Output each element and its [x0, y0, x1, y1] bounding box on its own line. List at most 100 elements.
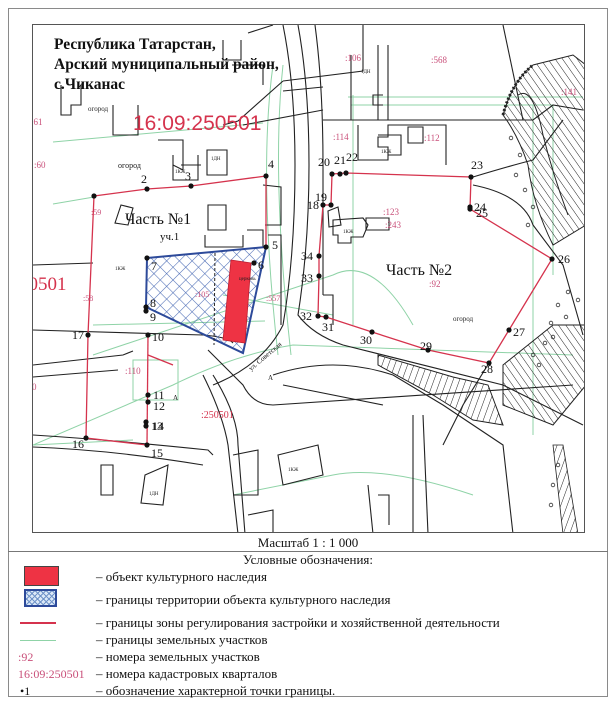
- boundary-point: [316, 273, 322, 279]
- plot-number: :141: [561, 87, 577, 97]
- boundary-point: [143, 423, 149, 429]
- part1-label: Часть №1: [125, 211, 191, 228]
- boundary-point: [328, 202, 334, 208]
- boundary-point-label: 6: [258, 258, 264, 272]
- boundary-point-label: 20: [318, 155, 330, 169]
- heritage-territory-swatch: [24, 589, 57, 607]
- boundary-point: [467, 206, 473, 212]
- plot-number: :60: [34, 160, 46, 170]
- regulation-zone-swatch: [20, 622, 56, 624]
- boundary-point: [549, 256, 555, 262]
- plot-number: :59: [91, 208, 101, 217]
- building-label: 1КЖ: [381, 150, 392, 155]
- boundary-point: [506, 327, 512, 333]
- boundary-point: [91, 193, 97, 199]
- sheet-frame: [8, 8, 608, 697]
- boundary-point-label: 21: [334, 153, 346, 167]
- map-frame[interactable]: 16:09:250501 50501 :250501 Часть №1 Част…: [32, 24, 585, 533]
- boundary-point: [315, 313, 321, 319]
- boundary-point: [337, 171, 343, 177]
- cadastral-quarter-road: :250501: [201, 410, 234, 421]
- plot-number: :112: [424, 133, 440, 143]
- building-label: 1КЖ: [115, 267, 126, 272]
- plot-number: :114: [333, 132, 349, 142]
- boundary-point-label: 5: [272, 238, 278, 252]
- boundary-point: [145, 399, 151, 405]
- boundary-point-label: 9: [150, 310, 156, 324]
- boundary-point-label: 28: [481, 362, 493, 376]
- legend-divider: [8, 551, 608, 552]
- boundary-point: [145, 392, 151, 398]
- boundary-point-label: 19: [315, 190, 327, 204]
- plot-number: :105: [195, 290, 209, 299]
- boundary-point-label: 34: [301, 249, 313, 263]
- boundary-point: [251, 260, 257, 266]
- boundary-point: [188, 183, 194, 189]
- street-label: ул. Советская: [247, 340, 284, 373]
- boundary-point: [145, 332, 151, 338]
- boundary-point-label: 23: [471, 158, 483, 172]
- boundary-point: [83, 435, 89, 441]
- boundary-point: [144, 442, 150, 448]
- boundary-point: [369, 329, 375, 335]
- trees: [508, 135, 581, 508]
- cadastral-quarter-left: 50501: [33, 274, 67, 295]
- boundary-point-label: 11: [153, 388, 165, 402]
- plot-number: :61: [33, 117, 43, 127]
- boundary-point-label: 18: [307, 198, 319, 212]
- title-line-region: Республика Татарстан,: [54, 36, 216, 53]
- plot-number: :106: [345, 53, 362, 63]
- building-label: 1КЖ: [343, 230, 354, 235]
- part2-label: Часть №2: [386, 262, 452, 279]
- boundary-point-label: 24: [474, 200, 486, 214]
- legend-text: – номера земельных участков: [96, 649, 260, 664]
- plot-numbers: :106 :568 :114 :112 :141 :61 :60 :59 :58…: [33, 53, 577, 392]
- garden-label: огород: [88, 105, 108, 113]
- plot-number: :123: [383, 207, 400, 217]
- church-label: церковь: [239, 277, 256, 282]
- boundary-point-label: 12: [153, 399, 165, 413]
- boundary-point-label: 8: [150, 296, 156, 310]
- boundary-point-label: 16: [72, 437, 84, 451]
- boundary-point-label: 31: [322, 320, 334, 334]
- boundary-point: [85, 332, 91, 338]
- legend-text: – номера кадастровых кварталов: [96, 666, 278, 681]
- boundary-point-label: 22: [346, 150, 358, 164]
- boundary-point-label: 10: [152, 330, 164, 344]
- boundary-point-label: 2: [141, 172, 147, 186]
- cadastral-quarter-main: 16:09:250501: [133, 112, 261, 135]
- boundary-points: [83, 170, 555, 448]
- plot-number: :70: [33, 382, 37, 392]
- heritage-object: [222, 259, 252, 344]
- legend-text: – границы зоны регулирования застройки и…: [96, 615, 500, 630]
- boundary-point: [263, 244, 269, 250]
- boundary-point: [316, 253, 322, 259]
- boundary-point-sample: •1: [20, 684, 31, 698]
- base-linework: [33, 25, 584, 532]
- plot-number: :58: [83, 294, 93, 303]
- boundary-point-label: 26: [558, 252, 570, 266]
- plot-number: :243: [385, 220, 402, 230]
- legend-title: Условные обозначения:: [242, 552, 374, 567]
- plot-number-sample: :92: [18, 650, 34, 664]
- plot-number: :110: [125, 366, 141, 376]
- boundary-point: [263, 173, 269, 179]
- road-mark: A: [268, 374, 273, 382]
- boundary-point: [468, 174, 474, 180]
- boundary-point: [144, 255, 150, 261]
- map-title: Республика Татарстан, Арский муниципальн…: [54, 35, 279, 95]
- boundary-point-label: 30: [360, 333, 372, 347]
- land-plot-swatch: [20, 640, 56, 641]
- boundary-point-label: 27: [513, 325, 525, 339]
- title-line-district: Арский муниципальный район,: [54, 56, 279, 73]
- boundary-point: [143, 419, 149, 425]
- legend-text: – границы земельных участков: [96, 632, 268, 647]
- garden-label: огород: [118, 161, 141, 170]
- cadastral-map[interactable]: 16:09:250501 50501 :250501 Часть №1 Част…: [33, 25, 585, 533]
- ravine-hatch: [501, 54, 584, 246]
- ditch-hatch: [377, 324, 584, 532]
- boundary-point-label: 14: [152, 419, 164, 433]
- garden-label: огород: [453, 315, 473, 323]
- plot-number: :568: [431, 55, 448, 65]
- boundary-point: [143, 308, 149, 314]
